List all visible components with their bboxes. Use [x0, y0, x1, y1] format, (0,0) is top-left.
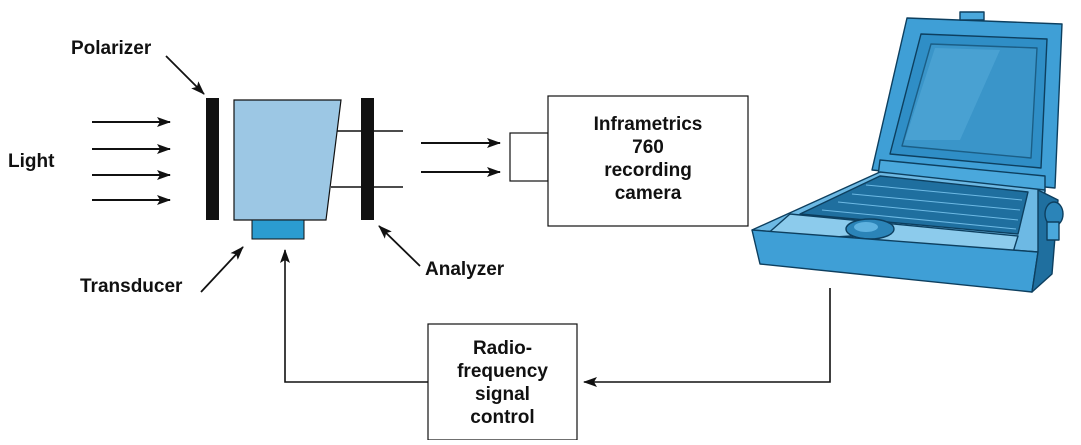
rf-control-box — [427, 323, 578, 441]
rf-line-2: frequency — [457, 361, 548, 382]
crystal-cell — [233, 99, 342, 221]
transducer-pointer — [200, 246, 244, 293]
light-label: Light — [8, 151, 55, 172]
camera-arrows — [421, 138, 501, 177]
light-arrows — [92, 117, 171, 205]
camera-lens — [509, 132, 549, 182]
rf-line-4: control — [470, 407, 535, 428]
polarizer-plate — [206, 98, 219, 220]
transducer-label: Transducer — [80, 276, 183, 297]
transducer-block — [251, 219, 305, 240]
analyzer-pointer — [378, 225, 421, 267]
camera-line-4: camera — [614, 183, 682, 204]
camera-line-2: 760 — [632, 137, 664, 158]
analyzer-label: Analyzer — [425, 259, 505, 280]
rf-line-3: signal — [475, 384, 530, 405]
camera-box — [547, 95, 749, 227]
camera-line-3: recording — [604, 160, 692, 181]
polarizer-label: Polarizer — [71, 38, 152, 59]
camera-box-text: Inframetrics 760 recording camera — [548, 113, 748, 205]
feedback-loop — [280, 249, 831, 387]
laptop-illustration — [751, 11, 1064, 293]
camera-line-1: Inframetrics — [593, 114, 703, 135]
polarizer-pointer — [165, 55, 205, 95]
rf-line-1: Radio- — [472, 338, 533, 359]
analyzer-plate — [361, 98, 374, 220]
rf-box-text: Radio- frequency signal control — [428, 337, 577, 429]
